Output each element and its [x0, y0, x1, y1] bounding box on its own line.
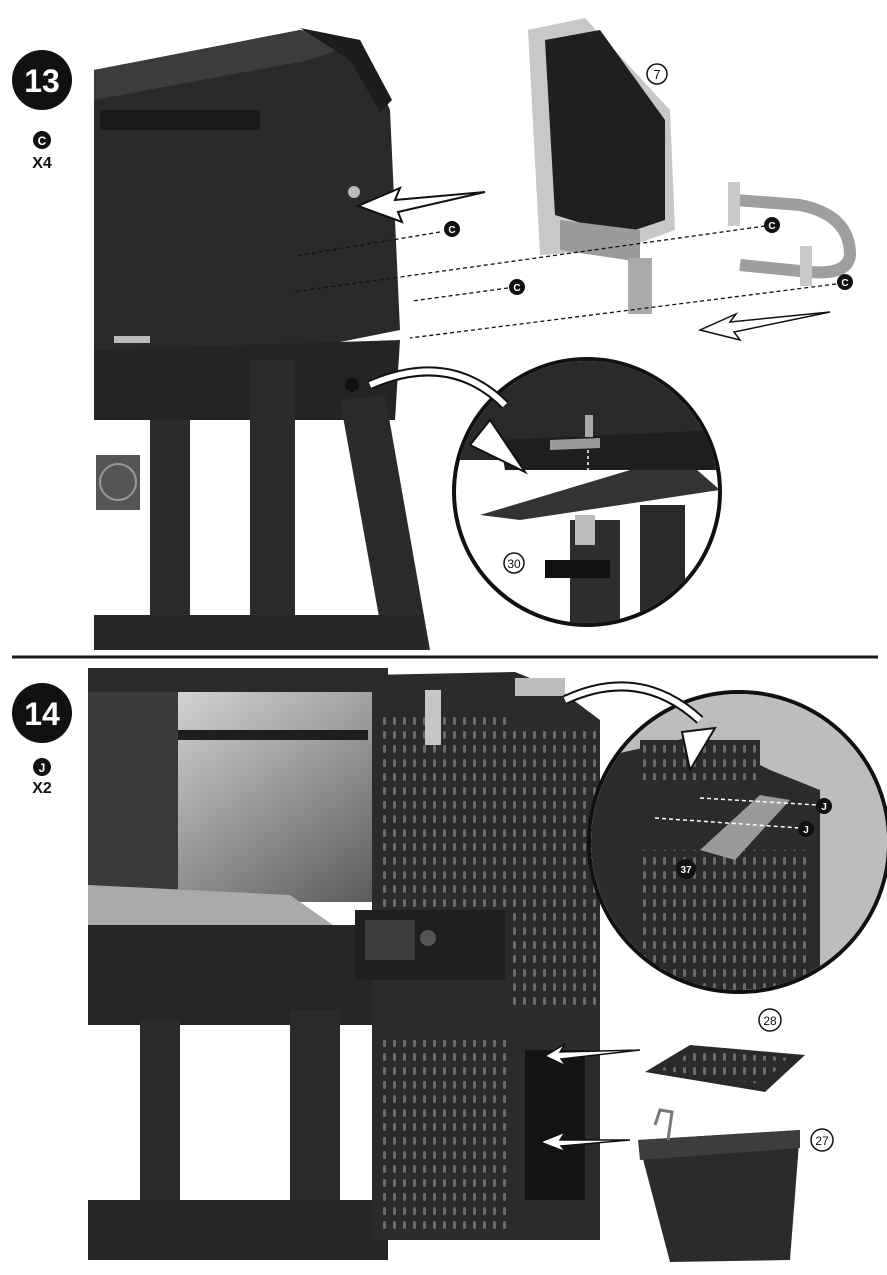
- open-lid: [88, 668, 388, 692]
- vent-hole: [348, 186, 360, 198]
- hopper-opening: [525, 1050, 585, 1200]
- side-shelf-foot: [628, 258, 652, 314]
- pin-c-label-1: C: [448, 225, 455, 236]
- lid-latch: [425, 690, 441, 745]
- pin-j-label-2: J: [803, 825, 809, 836]
- handle-mount-upper: [728, 182, 740, 226]
- callout-30-label: 30: [507, 557, 521, 571]
- step-14-number: 14: [24, 696, 60, 732]
- pin-j-label-1: J: [821, 802, 827, 813]
- callout-28-label: 28: [763, 1014, 777, 1028]
- step-13-number: 13: [24, 63, 60, 99]
- pin-c-label-2: C: [513, 283, 520, 294]
- rear-rail: [178, 730, 368, 740]
- pin-c-label-4: C: [841, 278, 848, 289]
- step-13: 13 C X4 7: [12, 18, 853, 650]
- hardware-letter: C: [38, 134, 47, 148]
- perforated-panel-lower: [378, 1040, 513, 1235]
- leg-front-right: [340, 395, 430, 650]
- side-shelf-panel: [545, 30, 665, 235]
- leg-left-14: [140, 1020, 180, 1210]
- hardware-qty: X4: [32, 155, 52, 172]
- controller-knob-icon: [420, 930, 436, 946]
- chamber-left-wall: [88, 692, 178, 902]
- callout-7-label: 7: [653, 67, 660, 82]
- step-14: 14 J X2: [12, 668, 887, 1262]
- slide-arrow-icon: [700, 312, 830, 340]
- bucket-handle: [655, 1110, 672, 1140]
- perforated-panel-upper: [378, 712, 508, 907]
- brand-plate: [114, 336, 150, 343]
- handle-bar: [735, 200, 850, 272]
- pin-c-label-3: C: [768, 221, 775, 232]
- perforated-panel-side: [512, 730, 597, 1010]
- leg-front-mid: [250, 360, 295, 650]
- bottom-shelf-14: [88, 1200, 388, 1260]
- bottom-shelf: [94, 615, 424, 650]
- grill-handle: [100, 110, 260, 130]
- hardware-qty-14: X2: [32, 780, 52, 797]
- knob: [345, 378, 359, 392]
- handle-37-small: [515, 678, 565, 696]
- callout-27-label: 27: [815, 1134, 829, 1148]
- handle-mount-lower: [800, 246, 812, 286]
- controller-screen: [365, 920, 415, 960]
- callout-37-label: 37: [680, 865, 692, 876]
- hardware-letter-14: J: [39, 761, 46, 775]
